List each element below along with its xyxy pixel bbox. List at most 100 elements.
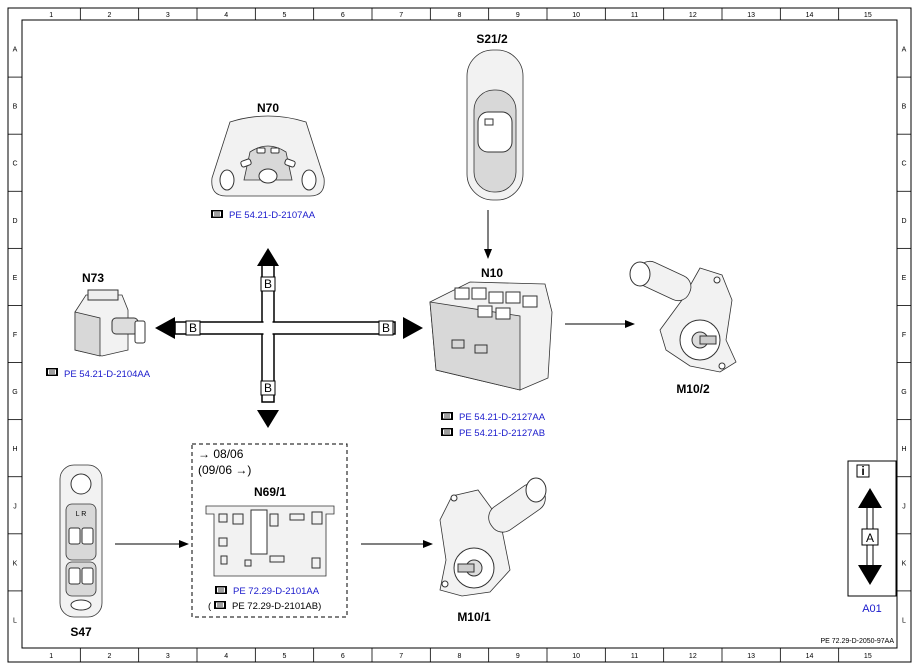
svg-text:(: ( bbox=[208, 601, 212, 612]
column-label: 14 bbox=[806, 653, 814, 660]
legend-marker: A bbox=[866, 531, 874, 545]
bus-cross: B B B B bbox=[155, 248, 423, 428]
bus-label-text: B bbox=[264, 277, 272, 291]
legend-box: i A A01 bbox=[847, 460, 897, 615]
book-icon bbox=[440, 427, 454, 437]
row-label: E bbox=[902, 275, 907, 282]
bus-label-text: B bbox=[264, 381, 272, 395]
n10-ref1-link[interactable]: PE 54.21-D-2127AA bbox=[459, 412, 546, 423]
frame: 1122334455667788991010111112121313141415… bbox=[7, 7, 912, 663]
row-label: F bbox=[902, 332, 906, 339]
document-id: PE 72.29-D-2050-97AA bbox=[820, 638, 894, 645]
n10-label: N10 bbox=[481, 266, 503, 280]
arrow-down-icon bbox=[858, 565, 882, 585]
n73-component: N73 PE 54.21-D-2104AA bbox=[45, 271, 151, 380]
n10-ref2-link[interactable]: PE 54.21-D-2127AB bbox=[459, 428, 545, 439]
row-label: A bbox=[13, 47, 18, 54]
book-icon bbox=[213, 600, 227, 610]
n70-label: N70 bbox=[257, 101, 279, 115]
row-label: H bbox=[12, 446, 17, 453]
column-label: 7 bbox=[399, 12, 403, 19]
n10-component: N10 PE 54.21-D-2127AA PE 54.21-D-2127AB bbox=[429, 266, 553, 439]
row-label: L bbox=[13, 617, 17, 624]
column-label: 14 bbox=[806, 12, 814, 19]
s47-label: S47 bbox=[70, 625, 92, 639]
n70-ref-link[interactable]: PE 54.21-D-2107AA bbox=[229, 210, 316, 221]
row-label: C bbox=[12, 161, 17, 168]
bus-label-left: B bbox=[185, 320, 201, 336]
column-label: 12 bbox=[689, 653, 697, 660]
column-label: 5 bbox=[283, 653, 287, 660]
column-label: 11 bbox=[631, 12, 638, 19]
column-label: 7 bbox=[399, 653, 403, 660]
column-label: 5 bbox=[283, 12, 287, 19]
s21-2-component: S21/2 bbox=[466, 32, 524, 201]
legend-code-link[interactable]: A01 bbox=[862, 603, 882, 615]
book-icon bbox=[45, 367, 59, 377]
bus-label-top: B bbox=[260, 276, 276, 292]
column-label: 1 bbox=[49, 653, 53, 660]
n69-1-ref1-link[interactable]: PE 72.29-D-2101AA bbox=[233, 586, 320, 597]
column-label: 2 bbox=[108, 12, 112, 19]
bus-label-right: B bbox=[378, 320, 394, 336]
book-icon bbox=[210, 209, 224, 219]
row-label: B bbox=[902, 104, 907, 111]
svg-text:→ 08/06: → 08/06 bbox=[198, 447, 244, 461]
column-label: 13 bbox=[747, 653, 755, 660]
n69-1-component: → 08/06 (09/06 →) N69/1 PE 72.29-D-2101A… bbox=[191, 443, 348, 618]
column-label: 10 bbox=[572, 653, 580, 660]
bus-label-text: B bbox=[382, 321, 390, 335]
book-icon bbox=[214, 585, 228, 595]
column-label: 3 bbox=[166, 653, 170, 660]
svg-text:L R: L R bbox=[76, 511, 87, 518]
row-label: D bbox=[12, 218, 17, 225]
arrow-up-icon bbox=[257, 248, 279, 266]
n70-component: N70 PE 54.21-D-2107AA bbox=[210, 101, 325, 221]
m10-1-label: M10/1 bbox=[457, 610, 491, 624]
row-label: K bbox=[13, 560, 18, 567]
column-label: 6 bbox=[341, 12, 345, 19]
bus-label-text: B bbox=[189, 321, 197, 335]
row-label: J bbox=[13, 503, 17, 510]
column-label: 13 bbox=[747, 12, 755, 19]
row-label: H bbox=[901, 446, 906, 453]
n73-label: N73 bbox=[82, 271, 104, 285]
n73-ref-link[interactable]: PE 54.21-D-2104AA bbox=[64, 369, 151, 380]
row-label: L bbox=[902, 617, 906, 624]
m10-1-component: M10/1 bbox=[439, 477, 547, 624]
arrow-down-icon bbox=[257, 410, 279, 428]
info-symbol: i bbox=[861, 464, 864, 478]
s21-2-label: S21/2 bbox=[476, 32, 508, 46]
n69-1-ref2-link[interactable]: PE 72.29-D-2101AB) bbox=[232, 601, 321, 612]
m10-2-label: M10/2 bbox=[676, 382, 710, 396]
column-label: 12 bbox=[689, 12, 697, 19]
column-label: 2 bbox=[108, 653, 112, 660]
svg-text:(09/06 →): (09/06 →) bbox=[198, 463, 251, 477]
column-label: 10 bbox=[572, 12, 580, 19]
column-label: 15 bbox=[864, 12, 872, 19]
column-label: 4 bbox=[224, 653, 228, 660]
row-label: K bbox=[902, 560, 907, 567]
column-label: 1 bbox=[49, 12, 53, 19]
column-ticks: 1122334455667788991010111112121313141415… bbox=[49, 8, 872, 662]
column-label: 15 bbox=[864, 653, 872, 660]
row-label: C bbox=[901, 161, 906, 168]
n69-1-validity1: 08/06 bbox=[213, 447, 243, 461]
column-label: 9 bbox=[516, 12, 520, 19]
row-label: B bbox=[13, 104, 18, 111]
n69-1-validity2: (09/06 bbox=[198, 463, 232, 477]
row-label: G bbox=[12, 389, 17, 396]
row-label: E bbox=[13, 275, 18, 282]
column-label: 6 bbox=[341, 653, 345, 660]
column-label: 8 bbox=[458, 653, 462, 660]
row-label: F bbox=[13, 332, 17, 339]
n69-1-label: N69/1 bbox=[254, 485, 286, 499]
arrow-right-icon: → bbox=[235, 463, 247, 477]
arrow-up-icon bbox=[858, 488, 882, 508]
arrow-right-icon: → bbox=[198, 447, 210, 461]
row-label: G bbox=[901, 389, 906, 396]
row-label: A bbox=[902, 47, 907, 54]
arrow-left-icon bbox=[155, 317, 175, 339]
